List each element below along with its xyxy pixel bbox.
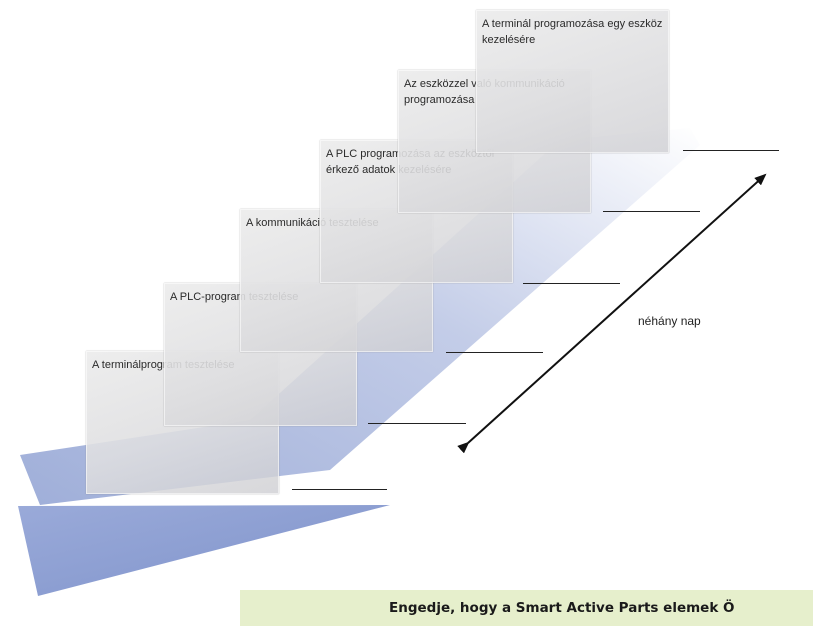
step-label: A terminál programozása egy eszköz kezel… — [482, 18, 663, 46]
step-line-2 — [368, 423, 466, 424]
step-card-6: A terminál programozása egy eszköz kezel… — [476, 10, 669, 153]
bottom-banner: Engedje, hogy a Smart Active Parts eleme… — [240, 590, 813, 626]
step-line-4 — [523, 283, 620, 284]
timeline-double-arrow — [457, 173, 767, 454]
step-line-3 — [446, 352, 543, 353]
step-line-5 — [603, 211, 700, 212]
duration-label: néhány nap — [638, 314, 701, 328]
arrow-head-shape — [18, 505, 390, 596]
banner-text: Engedje, hogy a Smart Active Parts eleme… — [389, 600, 735, 616]
step-line-1 — [292, 489, 387, 490]
step-line-6 — [683, 150, 779, 151]
